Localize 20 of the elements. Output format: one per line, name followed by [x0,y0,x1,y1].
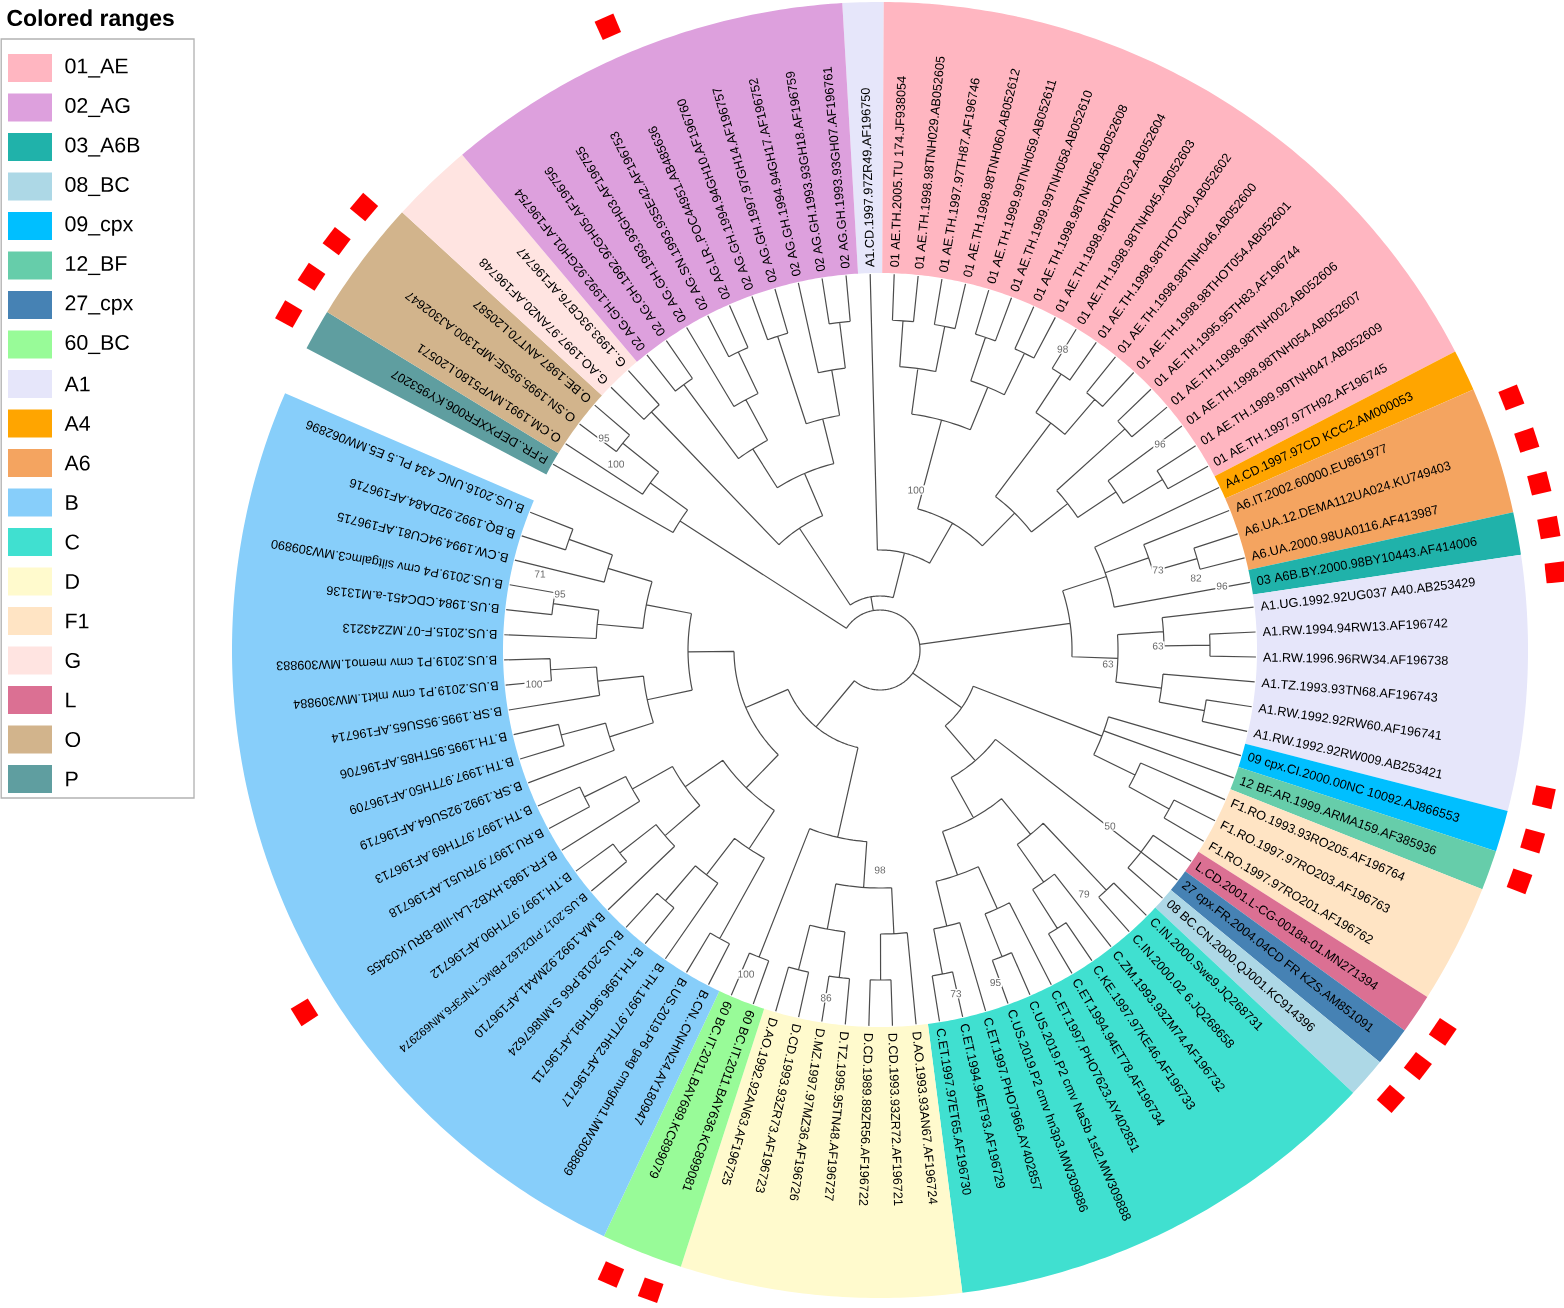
legend-label: 60_BC [65,334,129,355]
legend-label: A1 [64,376,90,392]
legend-label: 02_AG [65,97,130,118]
legend-label: A6 [64,455,90,471]
legend-label: D [66,574,79,589]
legend-label: O [65,731,81,748]
legend-label: 12_BF [66,255,127,276]
legend-label: F1 [66,613,89,629]
legend-label: 09_cpx [65,216,134,236]
legend-label: 27_cpx [65,295,134,315]
legend-title: Colored ranges [7,9,174,31]
legend-label: 01_AE [65,58,128,78]
legend-label: C [65,534,80,550]
legend-label: B [66,495,78,510]
legend-label: A4 [64,416,90,431]
legend-label: G [65,652,80,669]
legend-label: 08_BC [65,176,129,197]
legend-label: P [66,771,78,787]
legend-label: 03_A6B [65,137,140,157]
legend-label: L [66,692,76,708]
